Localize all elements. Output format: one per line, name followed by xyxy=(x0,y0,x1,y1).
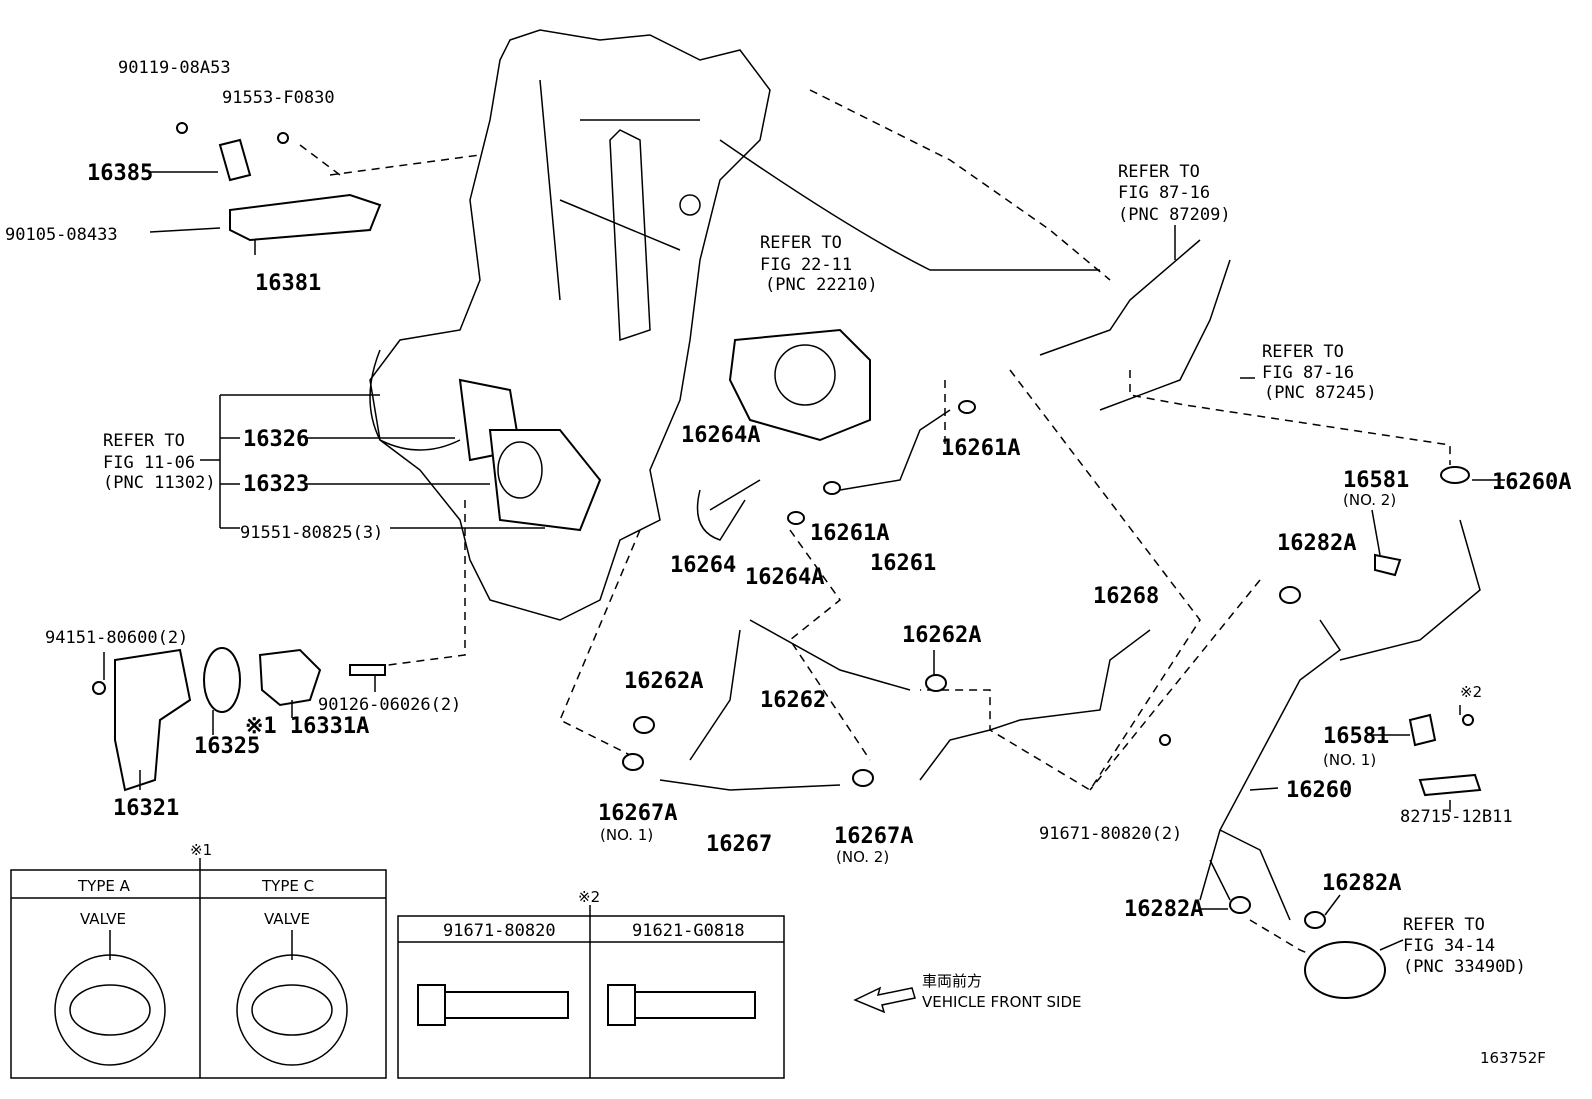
label-16264A[interactable]: 16264A xyxy=(681,423,760,448)
label-94151-80600[interactable]: 94151-80600(2) xyxy=(45,628,188,648)
mark-2: ※2 xyxy=(578,888,600,906)
bolt-91671-header: 91671-80820 xyxy=(443,921,556,941)
water-inlet-housing xyxy=(488,429,602,532)
thermostat-type-table: ※1 TYPE A TYPE C VALVE VALVE xyxy=(10,841,387,1079)
label-90105-08433[interactable]: 90105-08433 xyxy=(5,225,118,245)
ref-pnc: (PNC 33490D) xyxy=(1403,957,1526,977)
valve-label: VALVE xyxy=(264,910,310,928)
thermostat-16331A xyxy=(258,648,322,707)
ref-line: REFER TO xyxy=(1403,915,1485,935)
refer-notes: REFER TO FIG 22-11 (PNC 22210) REFER TO … xyxy=(103,162,1526,977)
bolt-91621-header: 91621-G0818 xyxy=(632,921,745,941)
ref-fig[interactable]: FIG 34-14 xyxy=(1403,936,1495,956)
label-16268[interactable]: 16268 xyxy=(1093,584,1159,609)
label-16581-no1[interactable]: 16581 xyxy=(1323,724,1389,749)
bracket-16385 xyxy=(218,138,252,182)
front-arrow-icon xyxy=(853,986,916,1014)
label-16261A[interactable]: 16261A xyxy=(810,521,889,546)
direction-jp: 車両前方 xyxy=(922,972,982,990)
type-c-header: TYPE C xyxy=(261,877,314,895)
ref-fig[interactable]: FIG 87-16 xyxy=(1118,183,1210,203)
figure-id: 163752F xyxy=(1480,1049,1546,1067)
engine-block-outline xyxy=(369,29,771,621)
label-16381[interactable]: 16381 xyxy=(255,271,321,296)
part-labels: 90119-08A53 91553-F0830 16385 90105-0843… xyxy=(5,58,1571,922)
label-16260A[interactable]: 16260A xyxy=(1492,470,1571,495)
label-16321[interactable]: 16321 xyxy=(113,796,179,821)
ref-fig[interactable]: FIG 87-16 xyxy=(1262,363,1354,383)
leader-lines xyxy=(103,171,1505,951)
ref-fig[interactable]: FIG 11-06 xyxy=(103,453,195,473)
label-16267[interactable]: 16267 xyxy=(706,832,772,857)
label-90119-08A53[interactable]: 90119-08A53 xyxy=(118,58,231,78)
label-16326[interactable]: 16326 xyxy=(243,427,309,452)
label-91551-80825[interactable]: 91551-80825(3) xyxy=(240,523,383,543)
ref-line: REFER TO xyxy=(1262,342,1344,362)
parts-sketches xyxy=(92,122,1482,999)
label-note: (NO. 2) xyxy=(1343,491,1396,509)
ref-pnc: (PNC 22210) xyxy=(765,275,878,295)
label-16581-no2[interactable]: 16581 xyxy=(1343,468,1409,493)
label-16262[interactable]: 16262 xyxy=(760,688,826,713)
label-91671-80820[interactable]: 91671-80820(2) xyxy=(1039,824,1182,844)
label-16264A[interactable]: 16264A xyxy=(745,565,824,590)
label-91553-F0830[interactable]: 91553-F0830 xyxy=(222,88,335,108)
water-inlet-16321 xyxy=(114,648,192,792)
label-16267A-no2[interactable]: 16267A xyxy=(834,824,913,849)
label-16262A[interactable]: 16262A xyxy=(902,623,981,648)
ref-pnc: (PNC 87245) xyxy=(1264,383,1377,403)
label-16260[interactable]: 16260 xyxy=(1286,778,1352,803)
label-16331A[interactable]: ※1 16331A xyxy=(245,714,369,739)
label-note: (NO. 1) xyxy=(1323,751,1376,769)
label-16282A[interactable]: 16282A xyxy=(1277,531,1356,556)
oil-cooler xyxy=(1304,941,1386,999)
label-16325[interactable]: 16325 xyxy=(194,734,260,759)
vehicle-front-indicator: 車両前方 VEHICLE FRONT SIDE xyxy=(853,972,1082,1014)
direction-en: VEHICLE FRONT SIDE xyxy=(922,993,1082,1011)
type-a-header: TYPE A xyxy=(77,877,131,895)
label-16261[interactable]: 16261 xyxy=(870,551,936,576)
ref-pnc: (PNC 11302) xyxy=(103,473,216,493)
thermostat-type-a xyxy=(54,954,166,1066)
gasket-16325 xyxy=(203,647,241,713)
thermostat-type-c xyxy=(236,954,348,1066)
bolt-type-table: ※2 91671-80820 91621-G0818 xyxy=(397,888,785,1079)
label-82715-12B11[interactable]: 82715-12B11 xyxy=(1400,807,1513,827)
label-16323[interactable]: 16323 xyxy=(243,472,309,497)
label-16261A[interactable]: 16261A xyxy=(941,436,1020,461)
label-16264[interactable]: 16264 xyxy=(670,553,736,578)
valve-label: VALVE xyxy=(80,910,126,928)
mark-2: ※2 xyxy=(1460,683,1482,701)
label-90126-06026[interactable]: 90126-06026(2) xyxy=(318,695,461,715)
label-note: (NO. 2) xyxy=(836,848,889,866)
throttle-body xyxy=(728,328,871,442)
label-16282A[interactable]: 16282A xyxy=(1322,871,1401,896)
label-16262A[interactable]: 16262A xyxy=(624,669,703,694)
ref-line: REFER TO xyxy=(760,233,842,253)
label-note: (NO. 1) xyxy=(600,826,653,844)
bracket-16381 xyxy=(229,193,382,242)
ref-fig[interactable]: FIG 22-11 xyxy=(760,255,852,275)
mark-1: ※1 xyxy=(190,841,212,859)
ref-line: REFER TO xyxy=(1118,162,1200,182)
ref-pnc: (PNC 87209) xyxy=(1118,205,1231,225)
label-16282A[interactable]: 16282A xyxy=(1124,897,1203,922)
label-16267A-no1[interactable]: 16267A xyxy=(598,801,677,826)
label-16385[interactable]: 16385 xyxy=(87,161,153,186)
ref-line: REFER TO xyxy=(103,431,185,451)
